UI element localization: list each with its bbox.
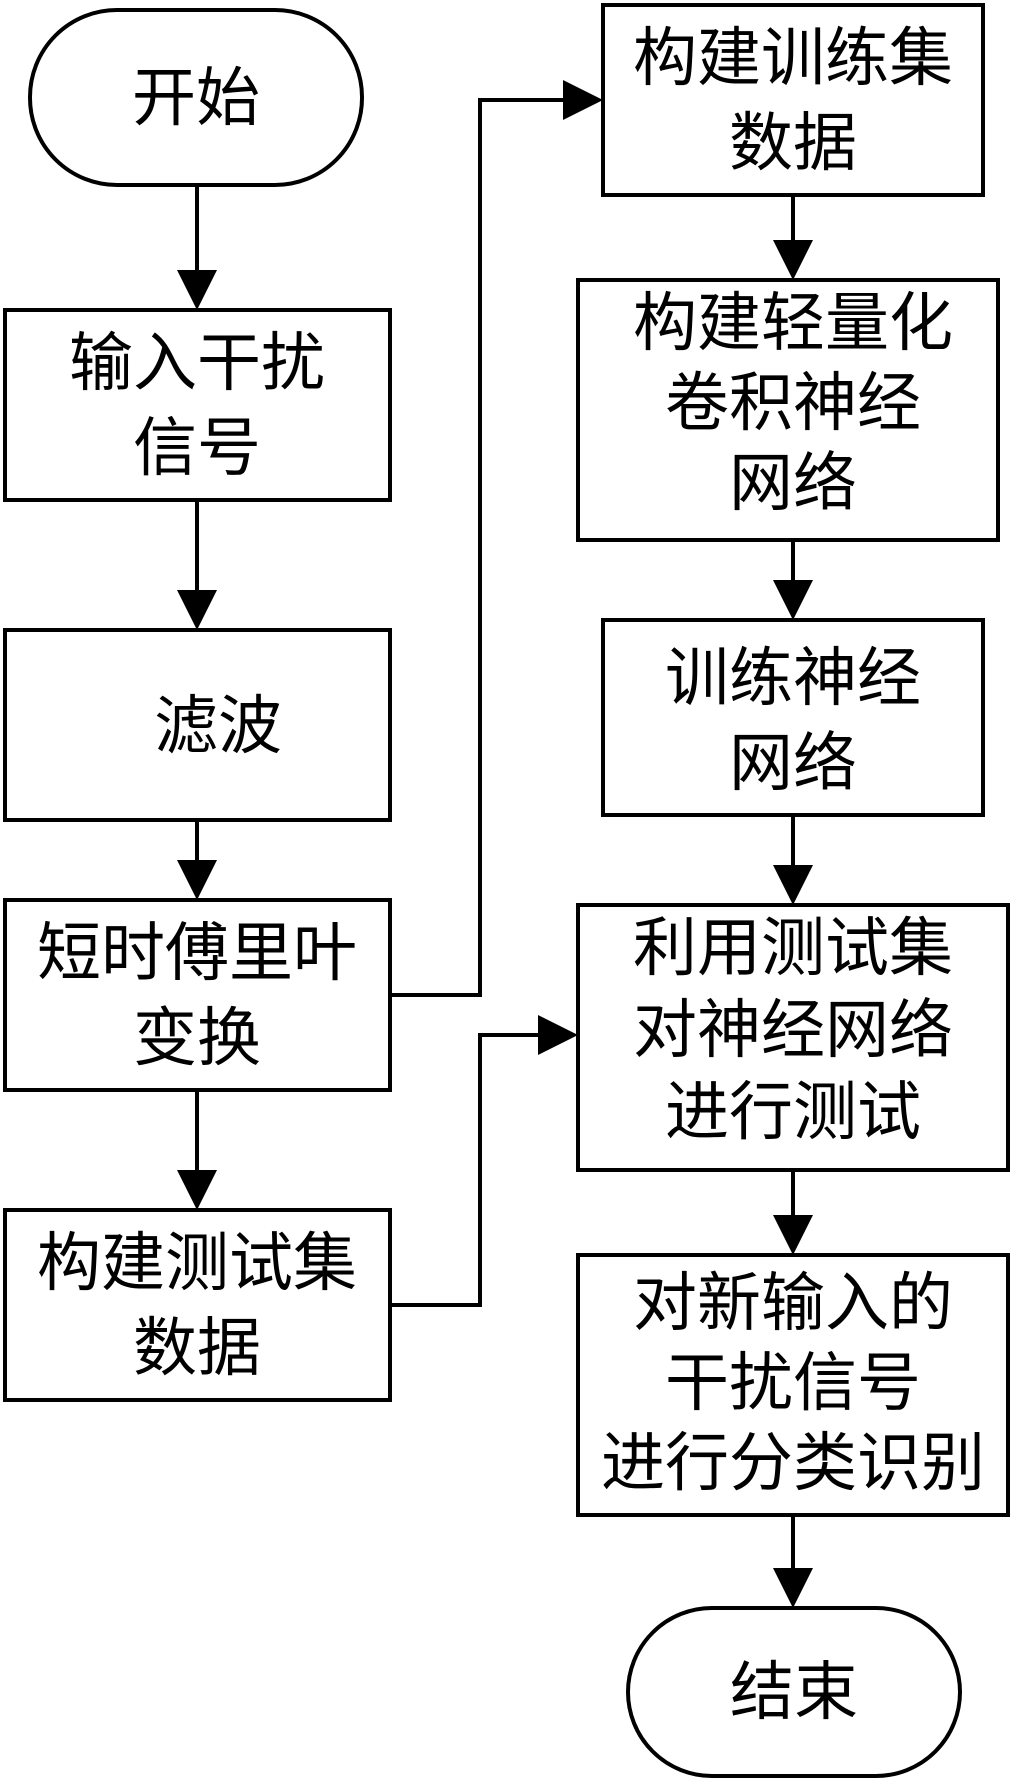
filter-label: 滤波 xyxy=(154,690,282,764)
start-label: 开始 xyxy=(132,62,260,136)
arrow-test-set-to-test-nn xyxy=(390,1015,578,1307)
build-cnn-node: 构建轻量化 卷积神经 网络 xyxy=(576,278,1000,542)
train-nn-node: 训练神经 网络 xyxy=(601,618,985,817)
stft-label-line1: 短时傅里叶 xyxy=(37,917,357,991)
build-cnn-label-line3: 网络 xyxy=(729,447,857,521)
test-nn-label-line1: 利用测试集 xyxy=(633,912,953,986)
input-signal-label-line2: 信号 xyxy=(133,412,261,486)
build-test-set-label-line1: 构建测试集 xyxy=(37,1227,357,1301)
end-node: 结束 xyxy=(626,1606,962,1778)
test-nn-node: 利用测试集 对神经网络 进行测试 xyxy=(576,903,1010,1172)
end-label: 结束 xyxy=(730,1656,858,1730)
filter-node: 滤波 xyxy=(3,628,392,822)
classify-label-line1: 对新输入的 xyxy=(633,1267,953,1341)
build-train-set-label-line2: 数据 xyxy=(729,107,857,181)
input-signal-node: 输入干扰 信号 xyxy=(3,308,392,502)
build-train-set-label-line1: 构建训练集 xyxy=(633,22,953,96)
start-node: 开始 xyxy=(28,8,364,187)
test-nn-label-line2: 对神经网络 xyxy=(633,994,953,1068)
build-cnn-label-line1: 构建轻量化 xyxy=(633,287,953,361)
build-test-set-label-line2: 数据 xyxy=(133,1312,261,1386)
build-test-set-node: 构建测试集 数据 xyxy=(3,1208,392,1402)
classify-label-line3: 进行分类识别 xyxy=(601,1427,985,1501)
stft-label-line2: 变换 xyxy=(133,1002,261,1076)
stft-node: 短时傅里叶 变换 xyxy=(3,898,392,1092)
input-signal-label-line1: 输入干扰 xyxy=(69,327,325,401)
build-train-set-node: 构建训练集 数据 xyxy=(601,3,985,197)
test-nn-label-line3: 进行测试 xyxy=(665,1076,921,1150)
build-cnn-label-line2: 卷积神经 xyxy=(665,367,921,441)
classify-node: 对新输入的 干扰信号 进行分类识别 xyxy=(576,1253,1010,1517)
arrow-stft-to-train-set xyxy=(390,80,603,997)
train-nn-label-line1: 训练神经 xyxy=(665,642,921,716)
train-nn-label-line2: 网络 xyxy=(729,727,857,801)
classify-label-line2: 干扰信号 xyxy=(665,1347,921,1421)
